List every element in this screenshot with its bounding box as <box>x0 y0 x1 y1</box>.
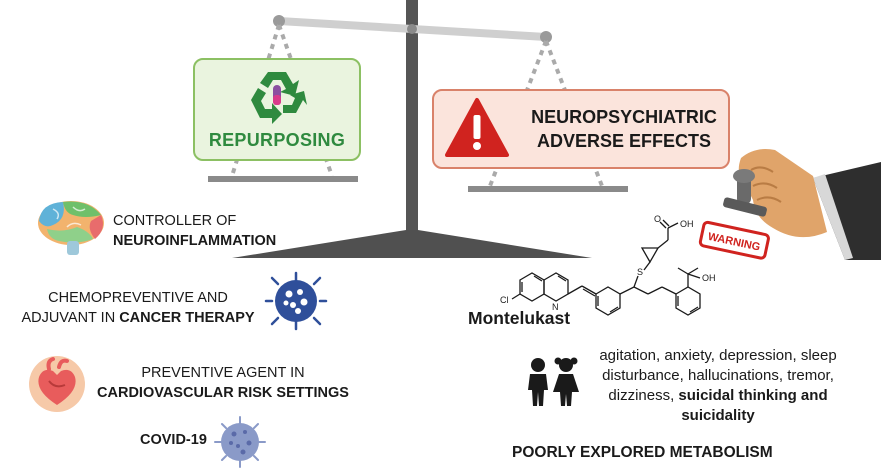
adverse-effects-label: NEUROPSYCHIATRIC ADVERSE EFFECTS <box>524 105 724 153</box>
benefit-covid: COVID-19 <box>140 432 207 448</box>
adverse-effects-list: agitation, anxiety, depression, sleep di… <box>583 346 853 426</box>
adverse-effects-box: NEUROPSYCHIATRIC ADVERSE EFFECTS <box>432 89 730 169</box>
benefit-cardio-line-1: PREVENTIVE AGENT IN <box>141 365 305 381</box>
benefit-cancer-line-1: CHEMOPREVENTIVE AND <box>48 290 228 306</box>
drug-name: Montelukast <box>468 308 571 328</box>
warning-triangle-icon <box>445 98 509 157</box>
benefit-neuro-line-1: CONTROLLER OF <box>113 213 237 229</box>
heart-icon <box>29 356 85 412</box>
mol-o: O <box>654 214 661 224</box>
adverse-line-1: NEUROPSYCHIATRIC <box>531 107 717 127</box>
metabolism-label: POORLY EXPLORED METABOLISM <box>512 444 773 461</box>
virus-icon <box>214 416 266 468</box>
benefit-neuroinflammation: CONTROLLER OF NEUROINFLAMMATION <box>113 211 276 251</box>
repurposing-label: REPURPOSING <box>208 130 346 150</box>
mol-s: S <box>637 267 643 277</box>
stamp-hand-icon: WARNING <box>698 149 881 260</box>
cancer-cell-icon <box>264 271 328 331</box>
brain-icon <box>38 201 104 255</box>
mol-oh-acid: OH <box>680 219 694 229</box>
repurposing-box: REPURPOSING <box>193 58 361 161</box>
adverse-line-2: ADVERSE EFFECTS <box>536 131 712 151</box>
montelukast-structure: OH O S OH Cl N <box>500 214 716 316</box>
mol-oh-alcohol: OH <box>702 273 716 283</box>
benefit-cancer-line-2: ADJUVANT IN CANCER THERAPY <box>21 310 255 326</box>
benefit-cancer: CHEMOPREVENTIVE AND ADJUVANT IN CANCER T… <box>8 288 268 328</box>
benefit-cardio-line-2: CARDIOVASCULAR RISK SETTINGS <box>97 385 349 401</box>
benefit-cardiovascular: PREVENTIVE AGENT IN CARDIOVASCULAR RISK … <box>92 363 354 403</box>
children-icon <box>528 357 579 406</box>
mol-cl: Cl <box>500 295 509 305</box>
effects-line-1: agitation, anxiety, depression, sleep <box>599 347 837 364</box>
mol-n: N <box>552 302 559 312</box>
recycle-capsule-icon <box>251 72 307 124</box>
effects-line-2: disturbance, hallucinations, tremor, <box>602 367 834 384</box>
effects-line-4: suicidality <box>681 407 755 424</box>
effects-line-3: dizziness, suicidal thinking and <box>608 387 828 404</box>
benefit-neuro-line-2: NEUROINFLAMMATION <box>113 233 277 249</box>
